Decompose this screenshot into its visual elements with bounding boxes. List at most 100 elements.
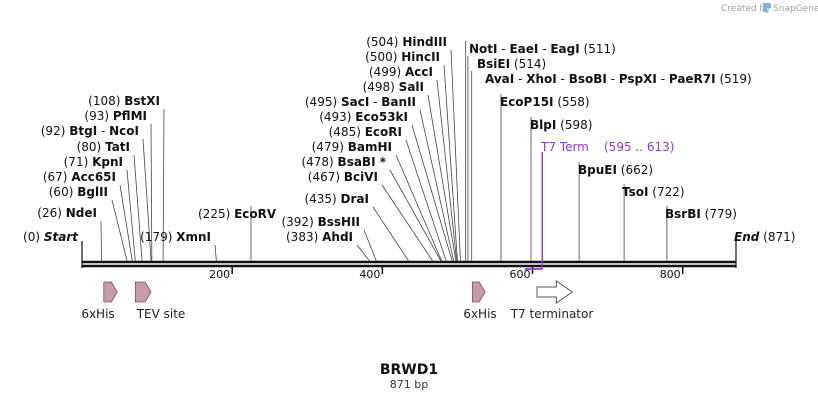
site-label-part: (558) bbox=[557, 95, 589, 109]
site-connector bbox=[436, 79, 458, 262]
feature-1[interactable]: TEV site bbox=[134, 281, 186, 321]
site-28[interactable]: BlpI (598) bbox=[530, 117, 592, 261]
site-4[interactable]: (71) KpnI bbox=[64, 155, 136, 262]
site-13[interactable]: (435) DraI bbox=[304, 192, 409, 262]
site-label: (71) KpnI bbox=[64, 155, 123, 169]
site-label-part: HindIII bbox=[402, 35, 447, 49]
plasmid-name: BRWD1 bbox=[380, 362, 438, 378]
site-label-part: - bbox=[369, 95, 381, 109]
site-27[interactable]: EcoP15I (558) bbox=[500, 94, 590, 261]
site-26[interactable]: AvaI - XhoI - BsoBI - PspXI - PaeR7I (51… bbox=[471, 71, 752, 261]
site-label-part: BpuEI bbox=[578, 163, 617, 177]
site-label-part: BtgI bbox=[69, 124, 97, 138]
feature-label: T7 terminator bbox=[510, 307, 594, 321]
site-12[interactable]: (392) BssHII bbox=[281, 215, 377, 262]
site-label-part: (26) bbox=[37, 206, 62, 220]
site-label: (108) BstXI bbox=[88, 94, 160, 108]
t7-term-name[interactable]: T7 Term bbox=[540, 140, 589, 154]
site-label: (93) PflMI bbox=[84, 109, 147, 123]
site-19[interactable]: (495) SacI - BanII bbox=[305, 95, 455, 262]
site-label-part: BsoBI bbox=[569, 72, 607, 86]
feature-3[interactable]: T7 terminator bbox=[510, 280, 594, 321]
feature-arrow bbox=[536, 280, 574, 304]
site-32[interactable]: End (871) bbox=[734, 230, 795, 244]
site-connector bbox=[133, 154, 143, 262]
site-2[interactable]: (60) BglII bbox=[49, 185, 128, 262]
site-label: (60) BglII bbox=[49, 185, 108, 199]
site-label-part: End bbox=[734, 230, 760, 244]
site-label: End (871) bbox=[734, 230, 795, 244]
site-label-part: (108) bbox=[88, 94, 120, 108]
site-24[interactable]: NotI - EaeI - EagI (511) bbox=[465, 41, 616, 261]
axis-tick-label: 400 bbox=[359, 268, 380, 281]
site-label-part: (779) bbox=[705, 207, 737, 221]
site-label: (478) BsaBI * bbox=[301, 155, 386, 169]
site-label-part: EagI bbox=[550, 42, 579, 56]
site-16[interactable]: (479) BamHI bbox=[312, 140, 443, 262]
site-label-part: BsrBI bbox=[665, 207, 701, 221]
site-30[interactable]: TsoI (722) bbox=[622, 184, 685, 261]
site-29[interactable]: BpuEI (662) bbox=[578, 162, 653, 261]
site-label: (500) HincII bbox=[365, 50, 440, 64]
site-3[interactable]: (67) Acc65I bbox=[43, 170, 133, 262]
site-label-part: (225) bbox=[198, 207, 230, 221]
site-10[interactable]: (225) EcoRV bbox=[198, 206, 277, 261]
site-5[interactable]: (80) TatI bbox=[77, 140, 143, 262]
site-label: (67) Acc65I bbox=[43, 170, 116, 184]
site-connector bbox=[119, 184, 133, 262]
site-label-part: (498) bbox=[363, 80, 395, 94]
site-label-part: PspXI bbox=[619, 72, 657, 86]
feature-0[interactable]: 6xHis bbox=[81, 281, 118, 321]
site-label-part: BsaBI * bbox=[338, 155, 387, 169]
site-15[interactable]: (478) BsaBI * bbox=[301, 155, 442, 262]
site-7[interactable]: (93) PflMI bbox=[84, 109, 153, 262]
site-label: (467) BciVI bbox=[308, 170, 378, 184]
site-label: AvaI - XhoI - BsoBI - PspXI - PaeR7I (51… bbox=[485, 72, 752, 86]
site-11[interactable]: (383) AhdI bbox=[286, 230, 370, 262]
feature-2[interactable]: 6xHis bbox=[463, 281, 497, 321]
site-1[interactable]: (26) NdeI bbox=[37, 206, 102, 262]
site-20[interactable]: (498) SalI bbox=[363, 80, 457, 262]
site-23[interactable]: (504) HindIII bbox=[366, 35, 461, 262]
site-label: BpuEI (662) bbox=[578, 163, 653, 177]
site-label: NotI - EaeI - EagI (511) bbox=[469, 42, 616, 56]
feature-label: 6xHis bbox=[81, 307, 114, 321]
site-connector bbox=[126, 169, 136, 262]
site-6[interactable]: (92) BtgI - NcoI bbox=[41, 124, 152, 262]
site-label-part: (500) bbox=[365, 50, 397, 64]
t7-term-site: T7 Term(595 .. 613) bbox=[524, 140, 674, 270]
site-label-part: TatI bbox=[105, 140, 130, 154]
site-9[interactable]: (179) XmnI bbox=[140, 230, 217, 262]
site-connector bbox=[419, 109, 455, 262]
site-21[interactable]: (499) AccI bbox=[369, 65, 458, 262]
site-22[interactable]: (500) HincII bbox=[365, 50, 458, 262]
site-label: (80) TatI bbox=[77, 140, 130, 154]
site-18[interactable]: (493) Eco53kI bbox=[319, 110, 453, 262]
site-31[interactable]: BsrBI (779) bbox=[665, 206, 737, 261]
site-connector bbox=[405, 139, 447, 262]
site-0[interactable]: (0) Start bbox=[23, 230, 79, 244]
site-label-part: (495) bbox=[305, 95, 337, 109]
site-label-part: BssHII bbox=[318, 215, 360, 229]
site-label-part: (871) bbox=[763, 230, 795, 244]
feature-arrow bbox=[472, 281, 486, 303]
site-connector bbox=[443, 64, 458, 262]
site-17[interactable]: (485) EcoRI bbox=[329, 125, 447, 262]
site-label-part: (0) bbox=[23, 230, 40, 244]
site-label-part: (485) bbox=[329, 125, 361, 139]
site-connector bbox=[142, 138, 152, 262]
site-label-part: XmnI bbox=[176, 230, 211, 244]
site-label-part: (504) bbox=[366, 35, 398, 49]
site-label-part: (511) bbox=[584, 42, 616, 56]
site-connector bbox=[363, 229, 377, 262]
site-label-part: BlpI bbox=[530, 118, 556, 132]
site-14[interactable]: (467) BciVI bbox=[308, 170, 433, 262]
site-connector bbox=[427, 94, 457, 262]
site-label-part: BstXI bbox=[124, 94, 160, 108]
site-label-part: PaeR7I bbox=[669, 72, 716, 86]
feature-label: TEV site bbox=[136, 307, 186, 321]
site-8[interactable]: (108) BstXI bbox=[88, 94, 165, 262]
site-25[interactable]: BsiEI (514) bbox=[467, 56, 546, 261]
